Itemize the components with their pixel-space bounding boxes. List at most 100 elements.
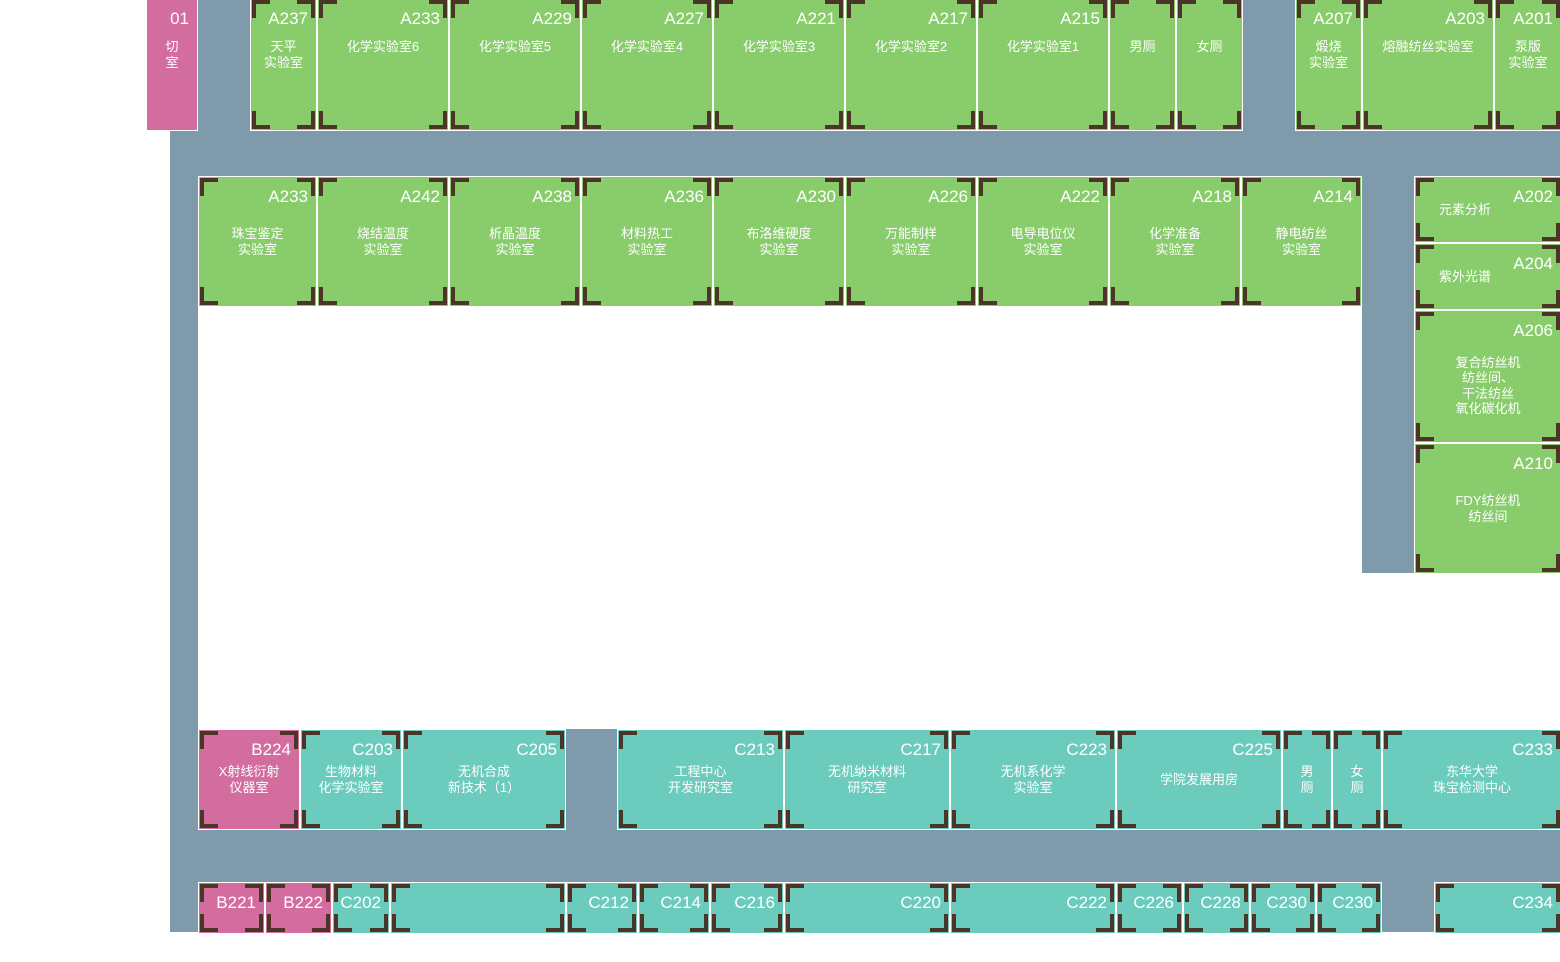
room[interactable]: C216 <box>710 882 784 934</box>
room-name: 紫外光谱 <box>1439 268 1492 284</box>
corner-mark <box>392 914 410 932</box>
room-name: 化学实验室1 <box>1006 39 1080 54</box>
room[interactable]: 男厕 <box>1109 0 1176 131</box>
corner-mark <box>312 914 330 932</box>
room-name: 女 厕 <box>1350 764 1364 795</box>
room[interactable]: C228 <box>1183 882 1250 934</box>
room[interactable]: C212 <box>566 882 638 934</box>
corner-mark <box>200 884 218 902</box>
corner-mark <box>1436 914 1454 932</box>
corner-mark <box>952 884 970 902</box>
corner-mark <box>786 914 804 932</box>
room[interactable]: 女厕 <box>1176 0 1243 131</box>
room-name: 化学实验室4 <box>610 39 684 54</box>
corner-mark <box>568 914 586 932</box>
room-number: A215 <box>1060 9 1100 28</box>
corner-mark <box>1252 914 1270 932</box>
room-name: 化学实验室6 <box>346 39 420 54</box>
room[interactable]: C230 <box>1250 882 1316 934</box>
room-number: A226 <box>928 187 968 206</box>
room-number: A202 <box>1513 187 1553 206</box>
room-name: 元素分析 <box>1439 201 1492 217</box>
corner-mark <box>568 884 586 902</box>
room-number: A210 <box>1513 454 1553 473</box>
room-number: C226 <box>1133 893 1174 912</box>
room-number: A217 <box>928 9 968 28</box>
room-number: A218 <box>1192 187 1232 206</box>
room-name: 男 厕 <box>1300 764 1314 795</box>
corner-mark <box>370 914 388 932</box>
corner-mark <box>640 884 658 902</box>
room-number: A233 <box>400 9 440 28</box>
room-number: A229 <box>532 9 572 28</box>
room-name: 无机系化学 实验室 <box>1000 764 1066 795</box>
corner-mark <box>1362 914 1380 932</box>
corridor <box>170 130 1560 176</box>
room[interactable]: C230 <box>1316 882 1382 934</box>
corridor <box>1382 882 1434 932</box>
room-number: B224 <box>251 740 291 759</box>
room[interactable]: C222 <box>950 882 1116 934</box>
room[interactable]: A202 元素分析 <box>1414 176 1560 243</box>
room[interactable]: C234 <box>1434 882 1560 934</box>
corner-mark <box>786 884 804 902</box>
room[interactable]: B222 <box>265 882 332 934</box>
room[interactable]: C220 <box>784 882 950 934</box>
corner-mark <box>1163 914 1181 932</box>
corridor <box>170 130 198 932</box>
room[interactable]: 女 厕 <box>1332 729 1382 830</box>
room[interactable]: B221 <box>198 882 265 934</box>
room-name: 熔融纺丝实验室 <box>1382 39 1474 54</box>
corner-mark <box>1185 914 1203 932</box>
corner-mark <box>200 914 218 932</box>
room-name: 生物材料 化学实验室 <box>318 764 384 795</box>
room-number: C230 <box>1266 893 1307 912</box>
room-number: C223 <box>1066 740 1107 759</box>
corner-mark <box>1296 914 1314 932</box>
room[interactable]: C214 <box>638 882 710 934</box>
corner-mark <box>712 884 730 902</box>
room-name: X射线衍射 仪器室 <box>218 764 280 795</box>
room-number: C233 <box>1512 740 1553 759</box>
room[interactable]: C202 <box>332 882 390 934</box>
corner-mark <box>1436 884 1454 902</box>
room[interactable]: A233 化学实验室6 <box>317 0 449 131</box>
room-number: B222 <box>283 893 323 912</box>
room-number: C217 <box>900 740 941 759</box>
room-number: A222 <box>1060 187 1100 206</box>
room[interactable]: C226 <box>1116 882 1183 934</box>
corridor <box>566 729 617 830</box>
room[interactable]: A215 化学实验室1 <box>977 0 1109 131</box>
room[interactable] <box>390 882 566 934</box>
room[interactable]: 男 厕 <box>1282 729 1332 830</box>
